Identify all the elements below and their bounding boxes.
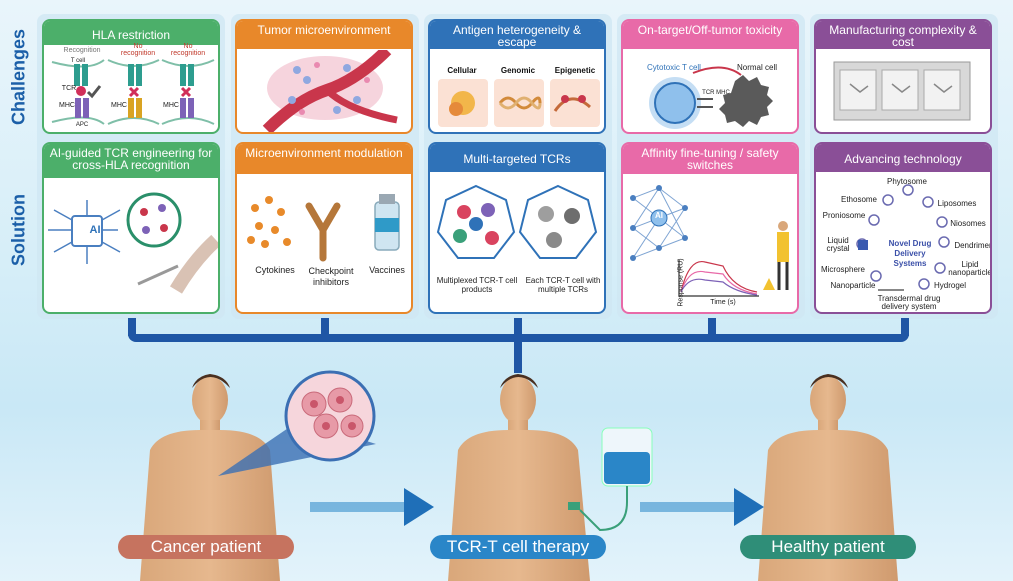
label-proniosome: Proniosome <box>822 211 866 220</box>
label-cellular: Cellular <box>447 66 477 75</box>
card-ai-guided-tcr: AI-guided TCR engineering for cross-HLA … <box>42 142 220 314</box>
healthy-patient-label: Healthy patient <box>740 535 916 559</box>
label-ethosome: Ethosome <box>840 195 878 204</box>
affinity-illustration <box>630 185 789 297</box>
card-title: Antigen heterogeneity & escape <box>430 21 604 49</box>
label-no-recognition-1: No recognition <box>120 43 156 57</box>
label-checkpoint: Checkpoint inhibitors <box>308 266 354 287</box>
label-novel-drug-delivery: Novel Drug Delivery Systems <box>888 239 932 268</box>
label-mhc-2: MHC <box>111 102 127 109</box>
arrow-therapy-to-healthy <box>640 488 764 526</box>
label-phytosome: Phytosome <box>886 177 928 186</box>
card-title: Manufacturing complexity & cost <box>816 21 990 49</box>
card-on-target-off-tumor: On-target/Off-tumor toxicity Cytotoxic T… <box>621 19 799 134</box>
pipe-drop-5 <box>901 318 909 336</box>
card-title: On-target/Off-tumor toxicity <box>623 21 797 49</box>
arrow-cancer-to-therapy <box>310 488 434 526</box>
label-transdermal: Transdermal drug delivery system <box>877 294 941 311</box>
card-title: Affinity fine-tuning / safety switches <box>623 144 797 174</box>
therapy-label: TCR-T cell therapy <box>430 535 606 559</box>
card-title: Tumor microenvironment <box>237 21 411 49</box>
pipe-center <box>514 318 522 373</box>
label-liquid-crystal: Liquid crystal <box>826 236 850 253</box>
ai-node-label: AI <box>655 211 663 220</box>
card-title: Microenvironment modulation <box>237 144 411 174</box>
pipe-drop-4 <box>708 318 716 336</box>
card-microenvironment-modulation: Microenvironment modulation Cytokines Ch… <box>235 142 413 314</box>
label-liposomes: Liposomes <box>937 199 977 208</box>
label-multiplexed: Multiplexed TCR-T cell products <box>436 276 518 294</box>
label-tcr: TCR <box>61 85 77 92</box>
label-tcell: T cell <box>70 58 86 64</box>
label-genomic: Genomic <box>500 66 536 75</box>
card-title: AI-guided TCR engineering for cross-HLA … <box>44 144 218 178</box>
drug-delivery-illustration <box>856 184 950 291</box>
label-apc: APC <box>75 122 89 128</box>
label-nanoparticle: Nanoparticle <box>830 281 876 290</box>
label-hydrogel: Hydrogel <box>933 281 966 290</box>
label-recognition: Recognition <box>63 47 101 54</box>
label-mhc: MHC <box>59 102 75 109</box>
card-manufacturing: Manufacturing complexity & cost <box>814 19 992 134</box>
card-hla-restriction: HLA restriction Recognition No recogniti… <box>42 19 220 134</box>
card-title: Advancing technology <box>816 144 990 172</box>
label-dendrimer: Dendrimer <box>954 241 992 250</box>
label-lipid-nanoparticle: Lipid nanoparticle <box>948 260 992 277</box>
ai-tcr-illustration <box>48 192 218 294</box>
label-time: Time (s) <box>710 299 736 306</box>
label-microsphere: Microsphere <box>820 265 865 274</box>
card-tumor-microenvironment: Tumor microenvironment <box>235 19 413 134</box>
manufacturing-illustration <box>833 61 971 121</box>
label-each-tcr: Each TCR-T cell with multiple TCRs <box>525 276 601 294</box>
label-vaccines: Vaccines <box>369 265 405 275</box>
label-no-recognition-2: No recognition <box>170 43 206 57</box>
card-antigen-heterogeneity: Antigen heterogeneity & escape Cellular … <box>428 19 606 134</box>
cancer-patient-label: Cancer patient <box>118 535 294 559</box>
label-niosomes: Niosomes <box>950 219 986 228</box>
label-cytokines: Cytokines <box>255 265 295 275</box>
card-title: HLA restriction <box>44 21 218 45</box>
pipe-drop-2 <box>321 318 329 336</box>
card-affinity-fine-tuning: Affinity fine-tuning / safety switches A… <box>621 142 799 314</box>
toxicity-illustration <box>649 66 773 129</box>
pipe-drop-1 <box>128 318 136 336</box>
epigenetic-panel <box>550 79 600 127</box>
label-cytotoxic-tcell: Cytotoxic T cell <box>647 63 701 72</box>
ai-chip-label: AI <box>89 224 101 236</box>
card-advancing-technology: Advancing technology Phytosome Ethosome … <box>814 142 992 314</box>
antigen-illustration <box>449 91 592 116</box>
hla-illustration <box>51 59 215 125</box>
genomic-panel <box>494 79 544 127</box>
modulation-illustration <box>247 194 400 262</box>
label-normal-cell: Normal cell <box>736 63 777 72</box>
label-tcr-mhc: TCR MHC <box>702 90 730 96</box>
label-epigenetic: Epigenetic <box>554 66 596 75</box>
multi-tcr-illustration <box>436 184 598 259</box>
card-title: Multi-targeted TCRs <box>430 144 604 172</box>
label-mhc-3: MHC <box>163 102 179 109</box>
pipe-horizontal <box>128 334 909 342</box>
card-multi-targeted-tcrs: Multi-targeted TCRs Multiplexed TCR-T ce… <box>428 142 606 314</box>
tumor-microenvironment-illustration <box>262 50 398 132</box>
